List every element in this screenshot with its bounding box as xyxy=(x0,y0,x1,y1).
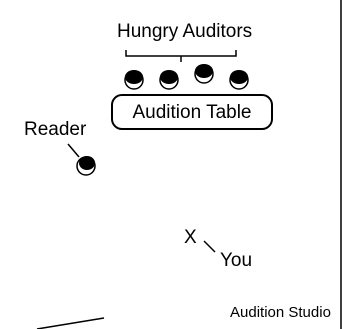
studio-bottom-wall xyxy=(36,317,105,329)
auditors-bracket xyxy=(125,50,237,62)
you-position-marker: X xyxy=(184,227,197,248)
reader-pointer-line xyxy=(67,143,80,158)
you-label: You xyxy=(220,250,253,271)
studio-label: Audition Studio xyxy=(230,304,331,321)
audition-table: Audition Table xyxy=(111,94,273,130)
auditor-seat xyxy=(159,70,179,90)
reader-label: Reader xyxy=(24,119,87,140)
you-pointer-line xyxy=(203,240,216,253)
reader-figure xyxy=(76,156,96,176)
auditor-seat xyxy=(229,70,249,90)
auditor-seat xyxy=(194,64,214,84)
auditor-seat xyxy=(124,70,144,90)
auditors-label: Hungry Auditors xyxy=(117,21,253,42)
